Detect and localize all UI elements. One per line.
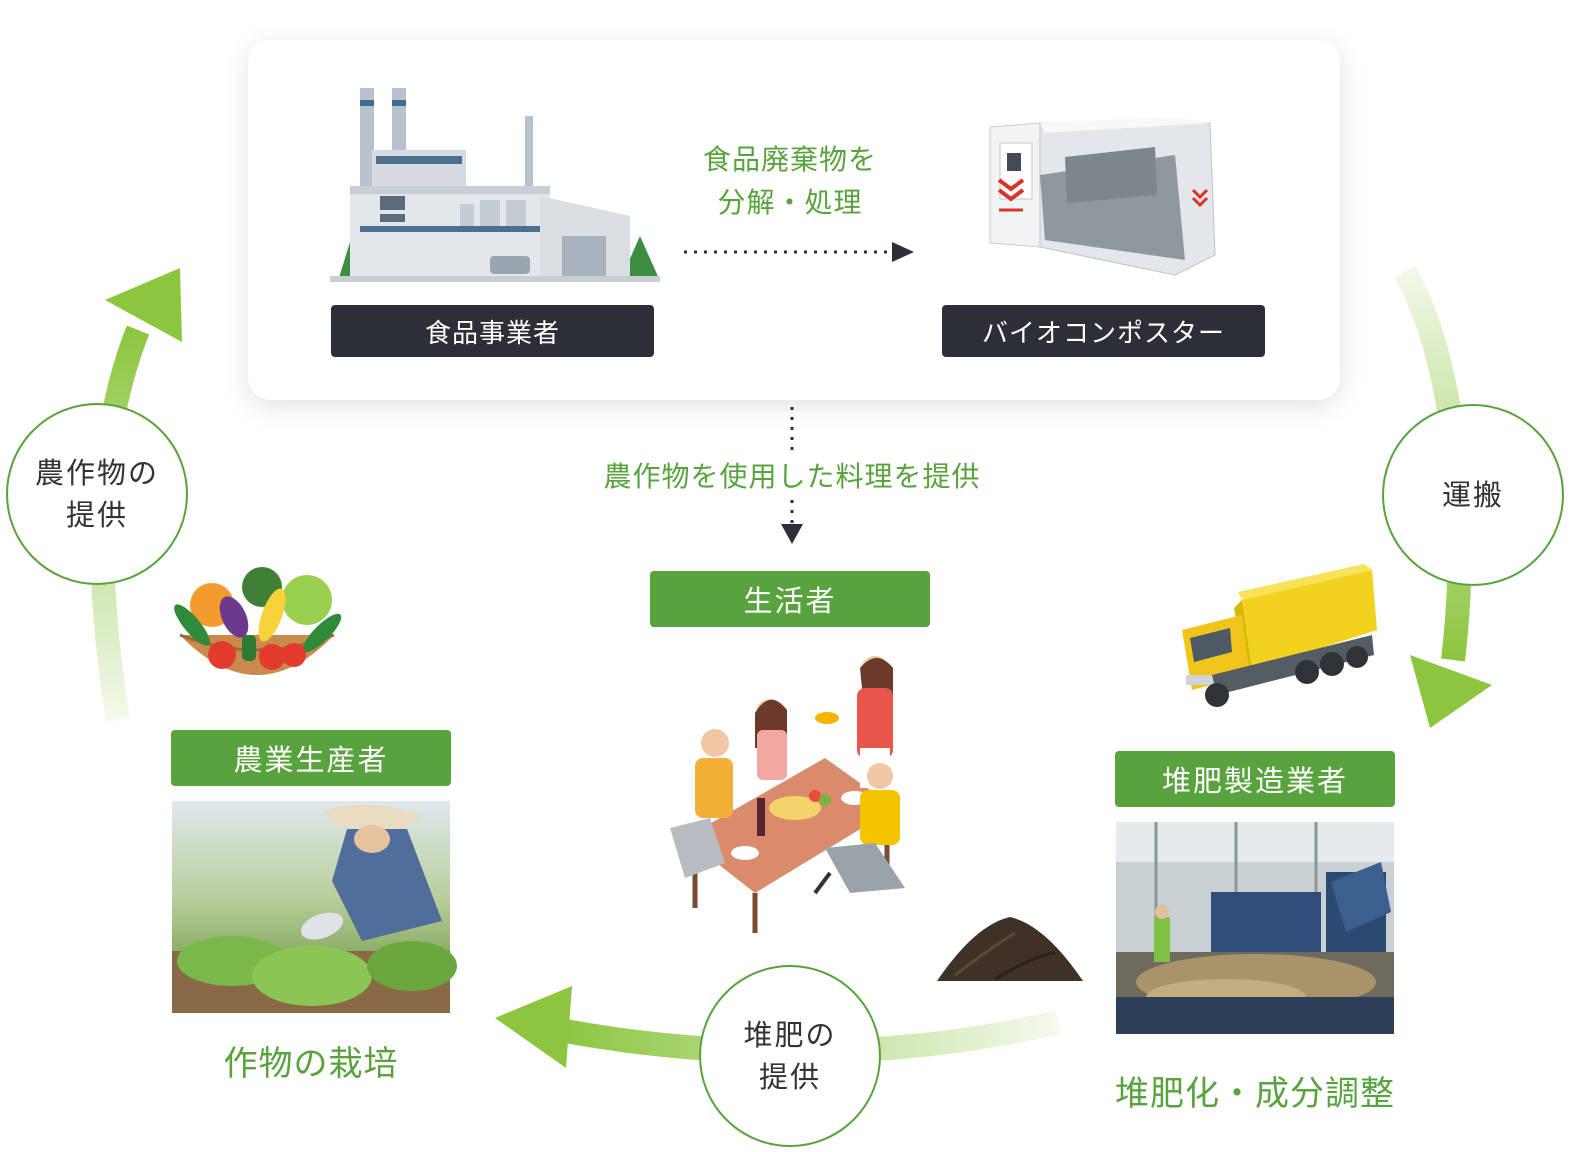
transport-circle-label: 運搬 <box>1441 477 1504 512</box>
cultivation-caption: 作物の栽培 <box>223 1044 399 1084</box>
crops-circle-line1: 農作物の <box>34 455 159 490</box>
process-caption: 食品廃棄物を 分解・処理 <box>670 138 910 225</box>
crops-provision-circle: 農作物の 提供 <box>6 403 188 585</box>
biocomposter-label: バイオコンポスター <box>942 305 1265 357</box>
vegetable-basket-illustration <box>174 567 342 675</box>
dining-table-illustration <box>670 656 905 933</box>
bottom-cycle-arrowhead <box>495 986 572 1068</box>
compost-facility-photo <box>1116 822 1394 1034</box>
compost-circle-line2: 提供 <box>758 1060 821 1094</box>
left-cycle-arrowhead <box>105 268 182 342</box>
compost-provision-circle: 堆肥の 提供 <box>699 965 881 1147</box>
process-caption-line2: 分解・処理 <box>717 186 863 220</box>
transport-circle: 運搬 <box>1382 404 1564 586</box>
dishes-arrow-bottom <box>781 500 803 544</box>
biocomposter-illustration <box>989 117 1216 276</box>
farmer-photo <box>172 801 457 1013</box>
farmer-label: 農業生産者 <box>171 730 451 786</box>
right-cycle-arrowhead <box>1410 655 1492 728</box>
dishes-arrow-top <box>790 407 794 455</box>
compost-circle-line1: 堆肥の <box>743 1017 837 1052</box>
provide-dishes-caption: 農作物を使用した料理を提供 <box>603 460 981 493</box>
consumer-label: 生活者 <box>650 571 930 627</box>
compost-caption: 堆肥化・成分調整 <box>1115 1074 1395 1114</box>
process-caption-line1: 食品廃棄物を <box>702 143 877 176</box>
process-arrow <box>684 242 914 262</box>
food-business-label: 食品事業者 <box>331 305 654 357</box>
compost-maker-label: 堆肥製造業者 <box>1115 751 1395 807</box>
factory-illustration <box>330 88 660 282</box>
compost-pile-illustration <box>937 917 1083 981</box>
dump-truck-illustration <box>1182 564 1377 707</box>
crops-circle-line2: 提供 <box>65 498 128 532</box>
